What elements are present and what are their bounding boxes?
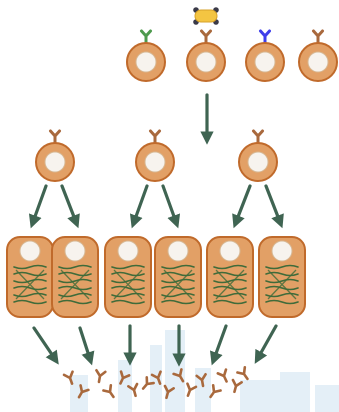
- watermark-block: [195, 368, 211, 412]
- nucleus: [272, 241, 292, 261]
- plasma-cell: [207, 237, 253, 317]
- down-arrow-icon: [134, 186, 147, 222]
- background-watermark: [70, 330, 339, 412]
- plasma-cell: [259, 237, 305, 317]
- nucleus: [168, 241, 188, 261]
- nucleus: [20, 241, 40, 261]
- nucleus: [145, 152, 165, 172]
- down-arrow-icon: [80, 328, 90, 359]
- nucleus: [118, 241, 138, 261]
- activated-b-cell: [36, 131, 74, 181]
- watermark-block: [315, 385, 339, 412]
- cells: [7, 7, 337, 317]
- plasma-cell: [52, 237, 98, 317]
- antibody-icon: [103, 385, 117, 399]
- antibody-icon: [184, 384, 196, 397]
- nucleus: [136, 52, 156, 72]
- antibody-icon: [237, 367, 251, 381]
- nucleus: [220, 241, 240, 261]
- nucleus: [45, 152, 65, 172]
- nucleus: [255, 52, 275, 72]
- down-arrow-icon: [258, 326, 276, 358]
- nucleus: [248, 152, 268, 172]
- down-arrow-icon: [62, 186, 76, 222]
- down-arrow-icon: [266, 186, 280, 222]
- watermark-block: [70, 375, 88, 412]
- naive-b-cell: [187, 31, 225, 81]
- plasma-cell: [7, 237, 53, 317]
- watermark-block: [280, 372, 310, 412]
- antibody-icon: [95, 370, 106, 382]
- plasma-cell: [105, 237, 151, 317]
- naive-b-cell: [127, 31, 165, 81]
- down-arrow-icon: [34, 328, 55, 359]
- down-arrow-icon: [163, 186, 176, 222]
- antibody-icon: [230, 380, 242, 393]
- activated-b-cell: [239, 131, 277, 181]
- antibody-icon: [218, 370, 231, 384]
- nucleus: [65, 241, 85, 261]
- down-arrow-icon: [236, 186, 250, 222]
- watermark-block: [150, 345, 162, 412]
- naive-b-cell: [299, 31, 337, 81]
- nucleus: [196, 52, 216, 72]
- nucleus: [308, 52, 328, 72]
- down-arrow-icon: [33, 186, 46, 222]
- naive-b-cell: [246, 31, 284, 81]
- plasma-cell: [155, 237, 201, 317]
- antigen-icon: [193, 7, 219, 25]
- down-arrow-icon: [214, 326, 226, 359]
- watermark-block: [240, 380, 280, 412]
- activated-b-cell: [136, 131, 174, 181]
